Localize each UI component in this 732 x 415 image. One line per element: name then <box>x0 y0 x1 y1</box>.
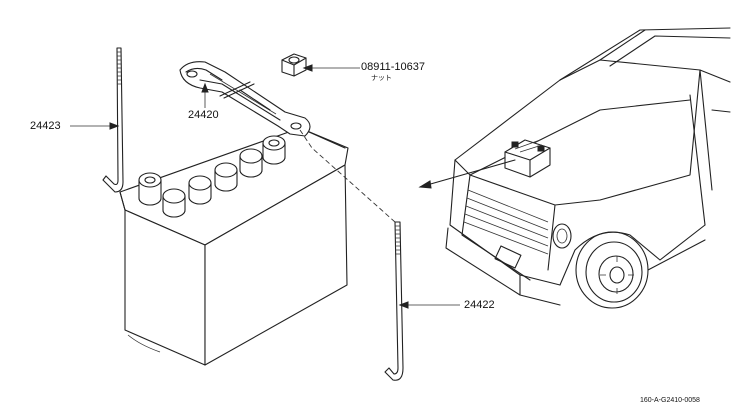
rod-left-illustration <box>102 47 124 193</box>
leader-lines <box>70 64 460 309</box>
battery-caps <box>138 135 286 218</box>
truck-illustration <box>418 27 731 309</box>
part-number-nut: 08911-10637 <box>361 61 426 73</box>
part-name-nut: ナット <box>371 75 392 82</box>
part-number-24420: 24420 <box>188 109 219 121</box>
rod-right-illustration <box>384 221 404 381</box>
hold-down-frame-illustration <box>179 61 311 137</box>
part-number-24422: 24422 <box>464 299 495 311</box>
battery-illustration <box>119 127 349 366</box>
part-number-24423: 24423 <box>30 120 61 132</box>
nut-illustration <box>281 53 307 77</box>
figure-code: 160-A-G2410-0058 <box>640 397 700 404</box>
